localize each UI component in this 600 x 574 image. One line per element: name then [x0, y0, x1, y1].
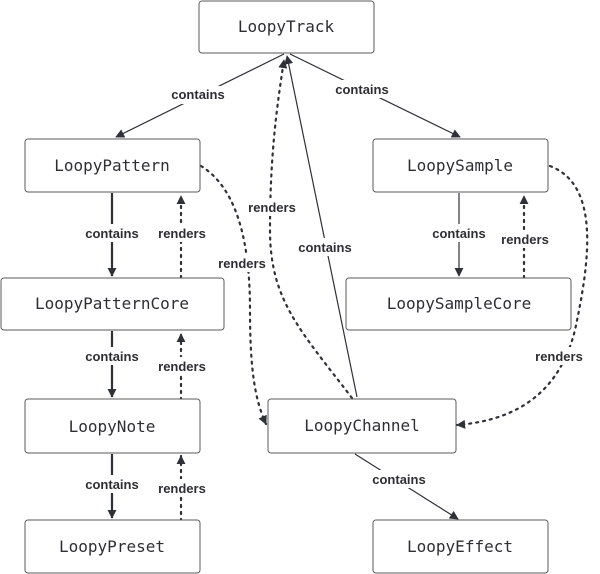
label-track-pattern: contains — [166, 86, 230, 104]
svg-text:LoopySampleCore: LoopySampleCore — [387, 294, 532, 313]
svg-text:renders: renders — [535, 349, 583, 364]
node-loopy-effect[interactable]: LoopyEffect — [372, 519, 549, 574]
label-channel-track-contains: contains — [293, 238, 357, 256]
edge-sample-renders-channel — [455, 164, 589, 429]
svg-text:renders: renders — [158, 226, 206, 241]
label-channel-effect: contains — [366, 470, 432, 488]
edge-pattern-renders-channel — [199, 164, 268, 426]
node-loopy-preset[interactable]: LoopyPreset — [24, 519, 201, 574]
svg-text:contains: contains — [85, 349, 138, 364]
label-note-core: renders — [152, 357, 212, 375]
svg-text:LoopyPattern: LoopyPattern — [54, 156, 170, 175]
svg-text:contains: contains — [335, 82, 388, 97]
label-pattern-channel: renders — [213, 254, 271, 272]
label-sample-channel: renders — [528, 347, 590, 365]
node-loopy-pattern-core[interactable]: LoopyPatternCore — [0, 277, 225, 331]
node-loopy-pattern[interactable]: LoopyPattern — [24, 138, 201, 193]
node-loopy-track[interactable]: LoopyTrack — [198, 0, 375, 54]
svg-text:renders: renders — [158, 359, 206, 374]
edge-channel-renders-track — [268, 58, 354, 400]
label-core-pattern: renders — [152, 224, 212, 242]
svg-text:contains: contains — [298, 240, 351, 255]
svg-text:contains: contains — [372, 472, 425, 487]
svg-text:renders: renders — [158, 481, 206, 496]
node-loopy-channel[interactable]: LoopyChannel — [267, 398, 457, 454]
svg-text:contains: contains — [171, 87, 224, 102]
label-sample-core: contains — [426, 224, 492, 242]
label-preset-note: renders — [152, 479, 212, 497]
label-note-preset: contains — [79, 475, 145, 493]
svg-text:LoopyEffect: LoopyEffect — [407, 537, 513, 556]
svg-text:renders: renders — [218, 256, 266, 271]
label-channel-track-renders: renders — [241, 198, 303, 216]
svg-text:renders: renders — [248, 200, 296, 215]
svg-text:LoopyTrack: LoopyTrack — [238, 17, 335, 36]
edge-channel-contains-track — [284, 55, 358, 398]
svg-text:contains: contains — [432, 226, 485, 241]
node-loopy-sample-core[interactable]: LoopySampleCore — [345, 277, 572, 331]
label-samplecore-sample: renders — [495, 230, 555, 248]
svg-text:renders: renders — [501, 232, 549, 247]
svg-text:LoopyNote: LoopyNote — [69, 417, 156, 436]
svg-text:contains: contains — [85, 477, 138, 492]
node-loopy-sample[interactable]: LoopySample — [372, 138, 549, 193]
svg-text:LoopyPatternCore: LoopyPatternCore — [35, 294, 189, 313]
node-loopy-note[interactable]: LoopyNote — [24, 398, 201, 454]
svg-text:LoopyPreset: LoopyPreset — [59, 537, 165, 556]
svg-text:LoopyChannel: LoopyChannel — [304, 416, 420, 435]
label-core-note: contains — [79, 347, 145, 365]
svg-text:contains: contains — [85, 226, 138, 241]
label-track-sample: contains — [330, 80, 394, 98]
label-pattern-core: contains — [79, 224, 145, 242]
svg-text:LoopySample: LoopySample — [407, 156, 513, 175]
